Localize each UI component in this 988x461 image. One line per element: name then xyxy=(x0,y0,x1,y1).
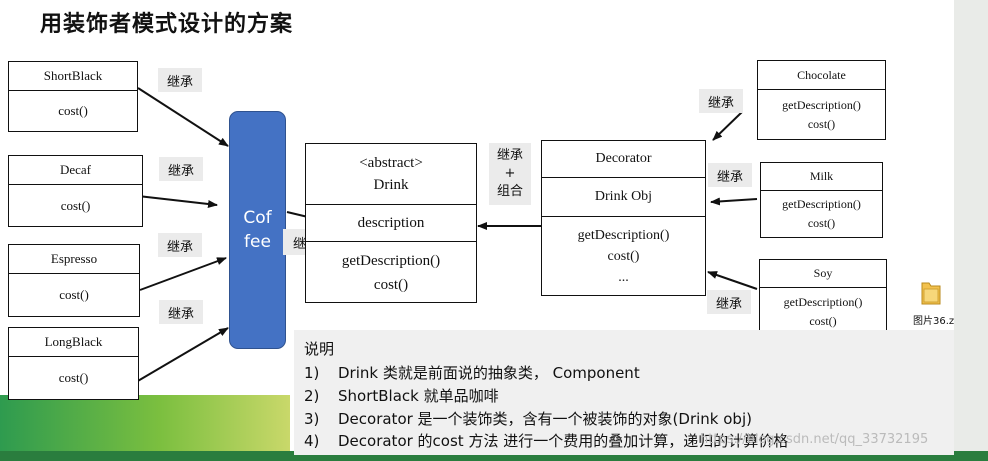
drink-header: <abstract> Drink xyxy=(306,144,476,205)
class-coffee: Cof fee xyxy=(229,111,286,349)
arrow-espresso-coffee xyxy=(139,257,227,291)
class-longblack: LongBlack cost() xyxy=(8,327,139,400)
arrow-shortblack-coffee xyxy=(137,87,229,147)
notes-item-number: 2) xyxy=(304,387,320,405)
decorator-methods: getDescription() cost() ... xyxy=(542,217,705,296)
decorator-method-more: ... xyxy=(618,270,629,285)
file-label: 图片36.z xyxy=(913,316,955,327)
label-inherit-shortblack: 继承 xyxy=(158,68,202,92)
slide-title: 用装饰者模式设计的方案 xyxy=(40,12,294,37)
right-stripe xyxy=(954,0,988,461)
class-method: cost() xyxy=(58,103,88,118)
class-method: cost() xyxy=(59,287,89,302)
class-method: cost() xyxy=(58,370,89,385)
class-shortblack: ShortBlack cost() xyxy=(8,61,138,132)
arrow-decaf-coffee xyxy=(137,195,218,208)
class-method-getdescription: getDescription() xyxy=(782,97,861,112)
class-name: Soy xyxy=(760,260,886,288)
class-milk: Milk getDescription() cost() xyxy=(760,162,883,238)
class-method-getdescription: getDescription() xyxy=(783,295,863,309)
drink-stereotype: <abstract> xyxy=(359,155,423,171)
class-method-getdescription: getDescription() xyxy=(782,197,861,211)
label-inherit-compose: 继承 + 组合 xyxy=(489,143,531,205)
watermark: https://blog.csdn.net/qq_33732195 xyxy=(700,432,929,447)
class-name: ShortBlack xyxy=(9,62,137,91)
label-inherit-decaf: 继承 xyxy=(159,157,203,181)
notes-item-2: 2) ShortBlack 就单品咖啡 xyxy=(304,385,499,406)
notes-item-text: Decorator 的cost 方法 进行一个费用的叠加计算，递归的计算价格 xyxy=(338,432,789,450)
class-method: cost() xyxy=(60,197,91,213)
drink-method-getdescription: getDescription() xyxy=(341,252,441,269)
arrow-soy-decorator xyxy=(707,271,758,290)
class-methods: getDescription() cost() xyxy=(758,90,885,139)
decorator-method-getdescription: getDescription() xyxy=(577,228,670,243)
label-inherit-chocolate: 继承 xyxy=(699,89,743,113)
drink-name: Drink xyxy=(373,177,409,193)
class-name: Espresso xyxy=(9,245,139,274)
class-method-cost: cost() xyxy=(807,116,836,131)
arrow-chocolate-decorator xyxy=(712,111,743,141)
arrow-milk-decorator xyxy=(710,197,758,206)
drink-method-cost: cost() xyxy=(373,276,409,293)
class-name: LongBlack xyxy=(9,328,138,357)
class-method-cost: cost() xyxy=(807,216,836,230)
label-inherit-espresso: 继承 xyxy=(158,233,202,257)
slide-bottom-strip xyxy=(0,451,988,461)
class-name: Milk xyxy=(761,163,882,191)
notes-item-number: 3) xyxy=(304,410,320,428)
drink-methods: getDescription() cost() xyxy=(306,242,476,303)
class-name: Decaf xyxy=(9,156,142,185)
class-espresso: Espresso cost() xyxy=(8,244,140,317)
notes-item-4: 4) Decorator 的cost 方法 进行一个费用的叠加计算，递归的计算价格 xyxy=(304,430,788,451)
file-icon[interactable] xyxy=(920,280,942,306)
notes-item-text: Drink 类就是前面说的抽象类， Component xyxy=(338,364,640,382)
notes-heading: 说明 xyxy=(304,340,335,358)
coffee-line1: Cof xyxy=(243,208,272,228)
class-method-cost: cost() xyxy=(809,314,837,328)
notes-item-3: 3) Decorator 是一个装饰类，含有一个被装饰的对象(Drink obj) xyxy=(304,408,752,429)
class-methods: getDescription() cost() xyxy=(761,191,882,237)
slide-bottom-band xyxy=(0,395,290,461)
notes-item-text: Decorator 是一个装饰类，含有一个被装饰的对象(Drink obj) xyxy=(338,410,752,428)
label-compose: 组合 xyxy=(496,184,523,199)
label-inherit-longblack: 继承 xyxy=(159,300,203,324)
class-methods: getDescription() cost() xyxy=(760,288,886,336)
notes-item-1: 1) Drink 类就是前面说的抽象类， Component xyxy=(304,362,640,383)
class-drink: <abstract> Drink description getDescript… xyxy=(305,143,477,303)
notes-panel: 说明 1) Drink 类就是前面说的抽象类， Component 2) Short… xyxy=(294,330,954,455)
class-decaf: Decaf cost() xyxy=(8,155,143,227)
label-inherit-soy: 继承 xyxy=(707,290,751,314)
notes-item-text: ShortBlack 就单品咖啡 xyxy=(338,387,499,405)
class-decorator: Decorator Drink Obj getDescription() cos… xyxy=(541,140,706,296)
class-soy: Soy getDescription() cost() xyxy=(759,259,887,337)
class-name: Chocolate xyxy=(758,61,885,90)
label-plus: + xyxy=(504,166,516,181)
decorator-field: Drink Obj xyxy=(542,178,705,217)
class-chocolate: Chocolate getDescription() cost() xyxy=(757,60,886,140)
decorator-method-cost: cost() xyxy=(607,249,640,264)
drink-field: description xyxy=(306,205,476,242)
label-inherit-milk: 继承 xyxy=(708,163,752,187)
coffee-line2: fee xyxy=(244,232,271,252)
label-inherit: 继承 xyxy=(496,148,523,163)
arrow-longblack-coffee xyxy=(130,327,229,386)
notes-item-number: 4) xyxy=(304,432,320,450)
notes-item-number: 1) xyxy=(304,364,320,382)
decorator-name: Decorator xyxy=(542,141,705,178)
